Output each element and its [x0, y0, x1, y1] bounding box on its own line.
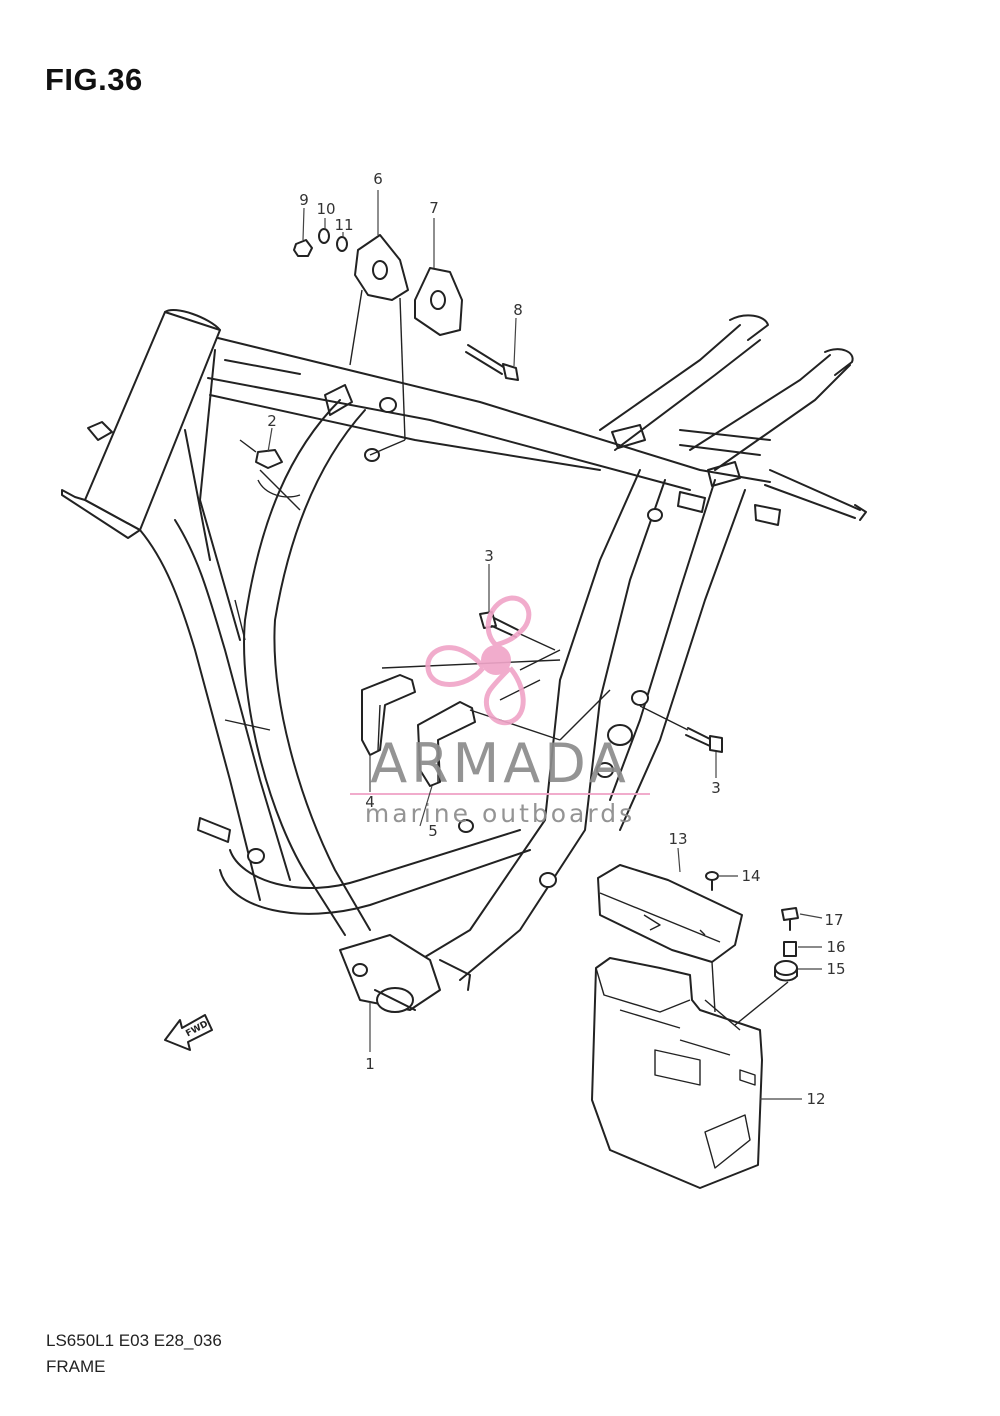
projection-line	[369, 439, 406, 456]
projection-line	[734, 981, 789, 1026]
part-11-washer	[336, 236, 348, 252]
part-4-bracket	[361, 674, 416, 756]
callout-3-upper: 3	[484, 547, 494, 565]
part-6-bracket	[354, 234, 409, 301]
fwd-arrow-icon: FWD	[164, 1014, 213, 1051]
callout-4: 4	[365, 793, 375, 811]
model-code: LS650L1 E03 E28_036	[46, 1331, 222, 1350]
watermark-brand: ARMADA	[370, 732, 630, 795]
callout-16: 16	[826, 938, 845, 956]
part-3-bolt-lower	[639, 705, 723, 753]
figure-title: FIG.36	[45, 62, 143, 97]
leader-lines	[267, 190, 823, 1100]
part-callouts: 1 2 3 3 4 5 6 7 8 9 10 11 12 13 14 15 16…	[267, 170, 845, 1108]
section-name: FRAME	[46, 1357, 106, 1376]
callout-5: 5	[428, 822, 438, 840]
callout-13: 13	[668, 830, 687, 848]
callout-7: 7	[429, 199, 439, 217]
projection-line	[381, 659, 561, 669]
projection-line	[349, 289, 363, 366]
callout-9: 9	[299, 191, 309, 209]
frame-assembly	[61, 309, 867, 1013]
callout-14: 14	[741, 867, 760, 885]
armada-watermark: ARMADA marine outboards	[350, 595, 650, 828]
callout-2: 2	[267, 412, 277, 430]
part-13-battery-cover	[597, 864, 743, 963]
part-10-washer	[318, 228, 330, 244]
callout-1: 1	[365, 1055, 375, 1073]
part-14-screw	[705, 871, 719, 891]
callout-12: 12	[806, 1090, 825, 1108]
part-2-cap	[239, 439, 283, 469]
projection-line	[559, 689, 611, 741]
propeller-logo-icon	[425, 595, 532, 726]
part-8-bolt	[465, 344, 519, 381]
callout-17: 17	[824, 911, 843, 929]
callout-10: 10	[316, 200, 335, 218]
callout-15: 15	[826, 960, 845, 978]
callout-8: 8	[513, 301, 523, 319]
part-7-bracket	[414, 267, 463, 336]
projection-line	[399, 297, 406, 441]
callout-6: 6	[373, 170, 383, 188]
part-16-collar	[783, 941, 797, 957]
projection-line	[469, 709, 561, 741]
part-12-battery-case	[591, 957, 763, 1189]
watermark-tagline: marine outboards	[365, 799, 635, 828]
part-17-bolt	[781, 907, 799, 931]
part-15-grommet	[774, 960, 798, 982]
callout-11: 11	[334, 216, 353, 234]
callout-3-lower: 3	[711, 779, 721, 797]
part-9-nut	[293, 239, 313, 257]
part-5-bracket	[417, 701, 476, 787]
